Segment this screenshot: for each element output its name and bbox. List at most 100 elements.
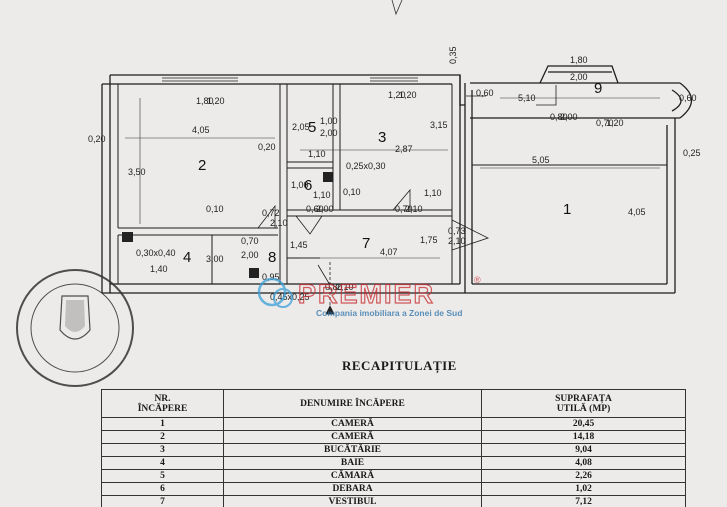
dim-label: 3,00	[206, 254, 224, 264]
dim-label: 1,20	[388, 90, 406, 100]
entrance-marker	[325, 262, 335, 315]
cell-area: 4,08	[481, 456, 686, 470]
dim-label: 2,00	[241, 250, 259, 260]
windows	[162, 74, 418, 82]
room-labels: 2 3 4 5 6 7 8 1 9	[183, 80, 602, 266]
room-label: 8	[268, 249, 276, 266]
dim-label: 0,60	[679, 93, 697, 103]
header-text: UTILĂ (MP)	[556, 403, 611, 414]
header-name: DENUMIRE ÎNCĂPERE	[223, 389, 482, 418]
dim-label: 1,75	[420, 235, 438, 245]
cell-nr: 6	[101, 482, 224, 496]
cell-nr: 5	[101, 469, 224, 483]
watermark-tagline: Compania imobiliara a Zonei de Sud	[316, 308, 462, 318]
watermark-logo-icon	[257, 277, 287, 307]
dim-label: 0,10	[343, 187, 361, 197]
watermark-logo-icon	[273, 288, 293, 308]
dim-label: 2,00	[320, 128, 338, 138]
dim-label: 0,20	[88, 134, 106, 144]
coat-of-arms-icon	[59, 295, 91, 340]
cell-nr: 1	[101, 417, 224, 431]
room-label: 2	[198, 157, 206, 174]
cell-area: 9,04	[481, 443, 686, 457]
interior-walls	[117, 84, 667, 284]
cell-nr: 7	[101, 495, 224, 507]
dim-label: 0,60	[476, 88, 494, 98]
dim-label: 1,20	[207, 96, 225, 106]
dim-label: 2,10	[336, 282, 354, 292]
door-swings	[257, 85, 557, 286]
dim-label: 3,50	[128, 167, 146, 177]
cell-area: 14,18	[481, 430, 686, 444]
header-nr: NR.ÎNCĂPERE	[101, 389, 224, 418]
dim-label: 0,10	[206, 204, 224, 214]
dim-label: 0,70	[395, 204, 413, 214]
room-label: 3	[378, 129, 386, 146]
dimension-labels: 0,35 1,80 2,00 0,60 5,10 0,60 0,80 2,00 …	[88, 46, 701, 302]
dim-label: 0,80	[550, 112, 568, 122]
dim-label: 4,07	[380, 247, 398, 257]
official-stamp	[16, 269, 134, 387]
dim-label: 2,00	[570, 72, 588, 82]
dim-label: 0,25x0,30	[346, 161, 386, 171]
dim-label: 1,20	[606, 118, 624, 128]
cell-name: CAMERĂ	[223, 430, 482, 444]
recap-title: RECAPITULAȚIE	[342, 358, 457, 373]
cell-name: CAMERĂ	[223, 417, 482, 431]
header-text: NR.	[154, 393, 171, 404]
dim-label: 1,80	[196, 96, 214, 106]
dim-label: 4,05	[192, 125, 210, 135]
dim-label: 1,40	[150, 264, 168, 274]
room-label: 7	[362, 235, 370, 252]
watermark-brand: PREMIER	[298, 279, 435, 309]
cell-area: 1,02	[481, 482, 686, 496]
dim-label: 0,80	[325, 282, 343, 292]
dim-label: 0,73	[448, 226, 466, 236]
vent-markers	[122, 172, 333, 278]
room-label: 1	[563, 201, 571, 218]
cell-name: BAIE	[223, 456, 482, 470]
dim-label: 4,05	[628, 207, 646, 217]
dim-label: 2,00	[560, 112, 578, 122]
dim-label: 0,60	[306, 204, 324, 214]
dim-label: 2,05	[292, 122, 310, 132]
dim-label: 1,20	[399, 90, 417, 100]
outer-walls	[101, 65, 693, 294]
cell-area: 2,26	[481, 469, 686, 483]
dim-label: 0,70	[241, 236, 259, 246]
room-label: 9	[594, 80, 602, 97]
cell-name: VESTIBUL	[223, 495, 482, 507]
watermark-registered: ®	[474, 275, 481, 285]
dim-label: 5,05	[532, 155, 550, 165]
header-text: SUPRAFAȚA	[555, 393, 612, 404]
cell-nr: 4	[101, 456, 224, 470]
room-label: 6	[304, 177, 312, 194]
dim-label: 3,15	[430, 120, 448, 130]
dim-label: 1,10	[424, 188, 442, 198]
dim-label: 1,10	[313, 190, 331, 200]
dim-label: 2,00	[316, 204, 334, 214]
dim-label: 0,45x0,25	[270, 292, 310, 302]
dim-label: 1,10	[308, 149, 326, 159]
cell-nr: 3	[101, 443, 224, 457]
dim-label: 0,95	[262, 272, 280, 282]
dim-label: 2,10	[448, 236, 466, 246]
cell-name: CĂMARĂ	[223, 469, 482, 483]
dim-label: 1,00	[320, 116, 338, 126]
dim-label: 1,80	[570, 55, 588, 65]
cell-nr: 2	[101, 430, 224, 444]
cell-area: 20,45	[481, 417, 686, 431]
dim-label: 0,72	[262, 208, 280, 218]
dim-label: 0,30x0,40	[136, 248, 176, 258]
